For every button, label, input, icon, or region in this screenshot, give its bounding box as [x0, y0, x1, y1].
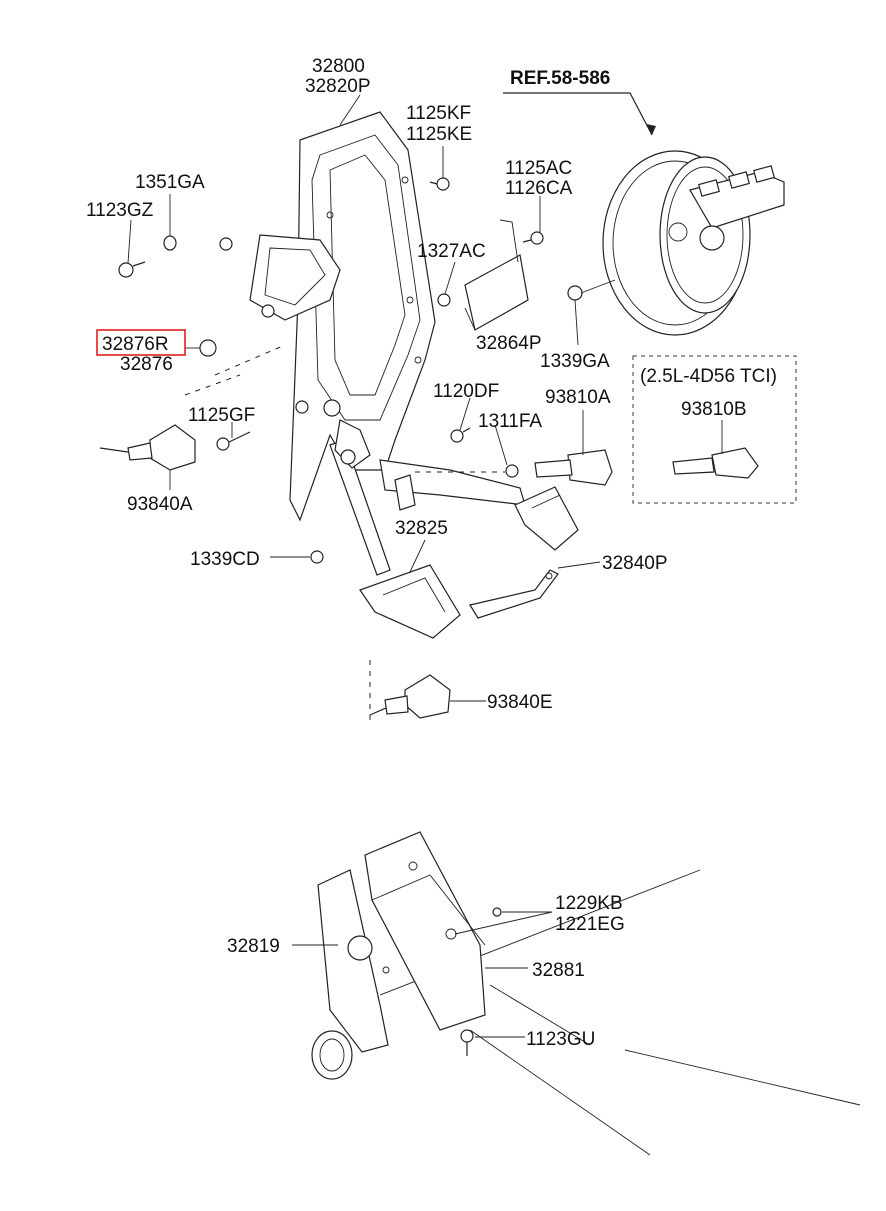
label-32825[interactable]: 32825 [395, 518, 448, 539]
label-93840E[interactable]: 93840E [487, 692, 553, 713]
switch-93840a-drawing [99, 424, 196, 471]
label-1229KB[interactable]: 1229KB [555, 893, 623, 914]
rod-32840p-drawing [469, 569, 559, 619]
label-32864P[interactable]: 32864P [476, 333, 542, 354]
label-32819[interactable]: 32819 [227, 936, 280, 957]
brake-booster-drawing [602, 150, 785, 336]
ref-arrowhead [646, 124, 656, 135]
label-1311FA[interactable]: 1311FA [478, 411, 542, 432]
dash-line-3 [214, 344, 286, 376]
label-32840P[interactable]: 32840P [602, 553, 668, 574]
leader-lines [127, 94, 723, 1038]
label-93840A[interactable]: 93840A [127, 494, 193, 515]
plate-tab [499, 219, 519, 263]
label-1126CA[interactable]: 1126CA [505, 178, 573, 199]
label-32800[interactable]: 32800 [312, 56, 365, 77]
fasteners [118, 177, 583, 564]
label-1351GA[interactable]: 1351GA [135, 172, 205, 193]
switch-93810b-drawing [672, 447, 759, 479]
label-93810B[interactable]: 93810B [681, 399, 747, 420]
ref-leader [503, 92, 653, 136]
label-1125GF[interactable]: 1125GF [188, 405, 255, 426]
label-1125KE[interactable]: 1125KE [406, 124, 472, 145]
label-32876[interactable]: 32876 [120, 354, 173, 375]
label-1123GZ[interactable]: 1123GZ [86, 200, 154, 221]
label-1339GA[interactable]: 1339GA [540, 351, 610, 372]
pedal-bracket-drawing [249, 111, 436, 522]
label-1327AC[interactable]: 1327AC [417, 241, 486, 262]
label-93810A[interactable]: 93810A [545, 387, 611, 408]
label-1221EG[interactable]: 1221EG [555, 914, 625, 935]
dash-line-4 [184, 374, 241, 396]
lower-assembly-drawing [311, 831, 861, 1156]
label-32820P[interactable]: 32820P [305, 76, 371, 97]
label-1120DF[interactable]: 1120DF [433, 381, 499, 402]
mounting-plate-drawing [464, 254, 529, 331]
label-32876R[interactable]: 32876R [102, 334, 169, 355]
switch-93840e-drawing [369, 674, 451, 719]
label-1123GU[interactable]: 1123GU [526, 1029, 595, 1050]
brake-pedal-drawing [329, 419, 461, 639]
label-32881[interactable]: 32881 [532, 960, 585, 981]
clutch-pedal-drawing [379, 459, 579, 551]
option-box [632, 355, 797, 504]
label-1125AC[interactable]: 1125AC [505, 158, 572, 179]
label-1339CD[interactable]: 1339CD [190, 549, 260, 570]
label-1125KF[interactable]: 1125KF [406, 103, 471, 124]
highlight-box-32876R [96, 329, 186, 356]
reference-label[interactable]: REF.58-586 [510, 68, 610, 89]
switch-93810a-drawing [534, 449, 613, 486]
option-box-title[interactable]: (2.5L-4D56 TCI) [640, 366, 777, 387]
